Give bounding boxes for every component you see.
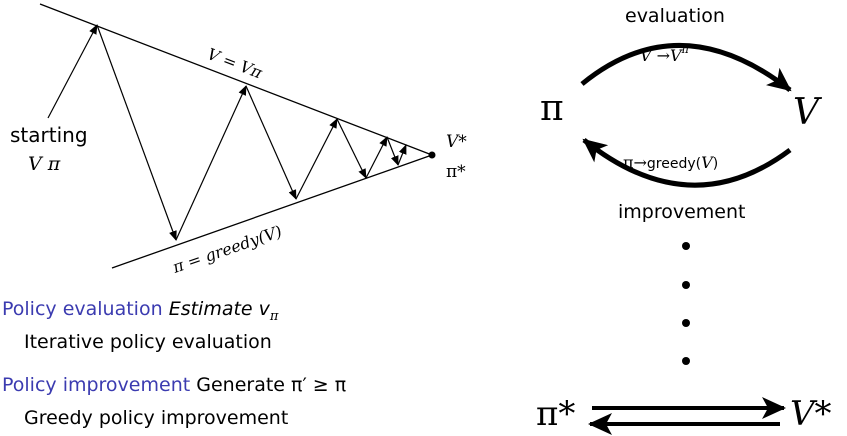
policy-evaluation-line: Policy evaluation Estimate vπ — [2, 298, 278, 324]
improvement-label: improvement — [618, 201, 746, 223]
top-line-label: V = Vπ — [205, 44, 266, 82]
improvement-formula: π→greedy(V) — [623, 153, 718, 172]
converge-label-pi: π* — [446, 162, 466, 182]
cycle-diagram: evaluation V →Vπ π V π→greedy(V) improve… — [536, 5, 832, 435]
policy-improvement-heading: Policy improvement — [2, 374, 191, 396]
pi-node: π — [540, 88, 564, 129]
v-node: V — [793, 92, 823, 133]
improvement-arc — [582, 138, 792, 188]
v-star-node: V* — [790, 394, 832, 434]
zigzag-arrows — [96, 24, 407, 241]
evaluation-arc — [580, 43, 792, 92]
convergence-diagram: V = Vπ π = greedy(V) starting V π V* π* — [10, 3, 467, 277]
policy-evaluation-detail: Iterative policy evaluation — [24, 331, 272, 353]
start-label-line1: starting — [10, 123, 88, 147]
policy-improvement-desc: Generate π′ ≥ π — [196, 374, 347, 396]
evaluation-label: evaluation — [625, 5, 725, 27]
start-arrow — [47, 24, 98, 119]
pi-star-node: π* — [536, 394, 575, 434]
value-line — [39, 3, 433, 156]
greedy-line — [111, 154, 433, 269]
policy-evaluation-heading: Policy evaluation — [2, 298, 163, 320]
policy-evaluation-sub: π — [269, 308, 279, 324]
converge-label-v: V* — [446, 132, 467, 152]
policy-improvement-detail: Greedy policy improvement — [24, 407, 289, 429]
bottom-line-label: π = greedy(V) — [169, 222, 284, 277]
ellipsis-dots — [682, 242, 690, 365]
convergence-point — [428, 151, 436, 159]
policy-improvement-line: Policy improvement Generate π′ ≥ π — [2, 374, 346, 396]
start-label-line2: V π — [28, 153, 61, 175]
policy-evaluation-desc: Estimate v — [168, 298, 270, 320]
